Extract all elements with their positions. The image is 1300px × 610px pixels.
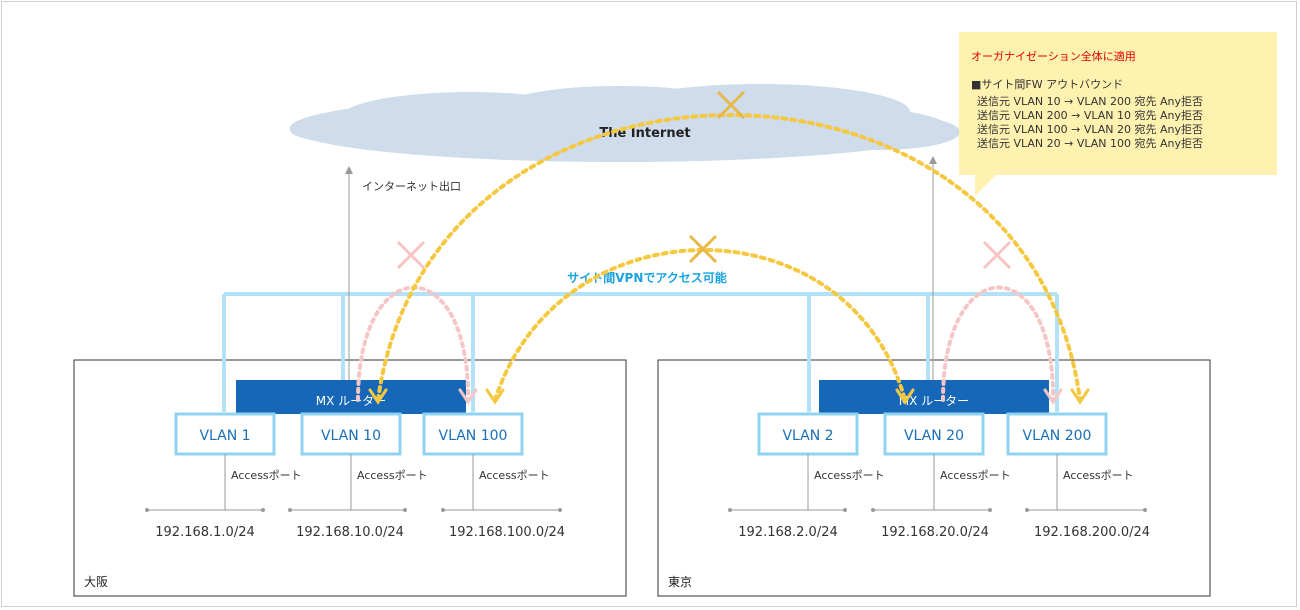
vlan-label: VLAN 200	[1023, 428, 1092, 444]
router-osaka	[236, 380, 466, 414]
subnet-label: 192.168.100.0/24	[449, 525, 565, 540]
vlan-box	[757, 412, 859, 456]
vlan-label: VLAN 10	[321, 428, 381, 444]
vlan-label: VLAN 100	[439, 428, 508, 444]
subnet-label: 192.168.200.0/24	[1034, 525, 1150, 540]
access-port-label: Accessポート	[231, 469, 302, 482]
policy-rule: 送信元 VLAN 100 → VLAN 20 宛先 Any拒否	[977, 123, 1204, 136]
internet-cloud	[290, 84, 960, 162]
blocked-x-icon-tokyo	[982, 240, 1012, 270]
policy-rule: 送信元 VLAN 10 → VLAN 200 宛先 Any拒否	[977, 95, 1204, 108]
policy-note: オーガナイゼーション全体に適用 ■サイト間FW アウトバウンド 送信元 VLAN…	[959, 32, 1277, 175]
vlan-label: VLAN 20	[904, 428, 964, 444]
policy-rule: 送信元 VLAN 20 → VLAN 100 宛先 Any拒否	[977, 137, 1204, 150]
subnet-labels: 192.168.1.0/24 192.168.10.0/24 192.168.1…	[155, 525, 1150, 540]
vlan-box	[174, 412, 276, 456]
blocked-x-icon-osaka	[396, 240, 426, 270]
router-tokyo-label: MX ルーター	[899, 394, 969, 408]
blocked-arc-tokyo	[941, 285, 1056, 402]
router-tokyo	[819, 380, 1049, 414]
vlan-box	[1006, 412, 1108, 456]
vlan-group-tokyo: VLAN 2 VLAN 20 VLAN 200	[757, 412, 1108, 456]
site-osaka-label: 大阪	[84, 575, 108, 589]
vpn-label: サイト間VPNでアクセス可能	[567, 270, 727, 285]
site-tokyo-box	[657, 359, 1211, 597]
site-osaka-box	[73, 359, 627, 597]
subnet-label: 192.168.10.0/24	[296, 525, 404, 540]
blocked-x-icon-vpn	[688, 234, 718, 264]
policy-note-title: オーガナイゼーション全体に適用	[971, 50, 1136, 63]
arrowhead-icons	[368, 388, 1090, 405]
vlan-label: VLAN 1	[199, 428, 250, 444]
vlan-group-osaka: VLAN 1 VLAN 10 VLAN 100	[174, 412, 524, 456]
subnet-label: 192.168.20.0/24	[881, 525, 989, 540]
vlan-box	[300, 412, 402, 456]
egress-label: インターネット出口	[362, 179, 461, 193]
subnet-label: 192.168.2.0/24	[738, 525, 838, 540]
policy-note-tail	[975, 174, 997, 196]
vlan-box	[883, 412, 985, 456]
site-tokyo-label: 東京	[668, 575, 692, 589]
policy-rule: 送信元 VLAN 200 → VLAN 10 宛先 Any拒否	[977, 109, 1204, 122]
blocked-arc-vlan10-vlan200	[376, 113, 1082, 402]
vlan-label: VLAN 2	[782, 428, 833, 444]
policy-note-subtitle: ■サイト間FW アウトバウンド	[971, 78, 1124, 91]
subnet-label: 192.168.1.0/24	[155, 525, 255, 540]
access-port-label: Accessポート	[357, 469, 428, 482]
access-port-label: Accessポート	[940, 469, 1011, 482]
access-port-label: Accessポート	[479, 469, 550, 482]
access-lines	[147, 454, 1145, 511]
router-osaka-label: MX ルーター	[316, 394, 386, 408]
access-port-label: Accessポート	[814, 469, 885, 482]
vlan-box	[422, 412, 524, 456]
access-port-labels: Accessポート Accessポート Accessポート Accessポート …	[231, 469, 1134, 482]
access-endpoints	[145, 508, 1147, 512]
access-port-label: Accessポート	[1063, 469, 1134, 482]
blocked-x-icon-internet	[716, 90, 746, 120]
